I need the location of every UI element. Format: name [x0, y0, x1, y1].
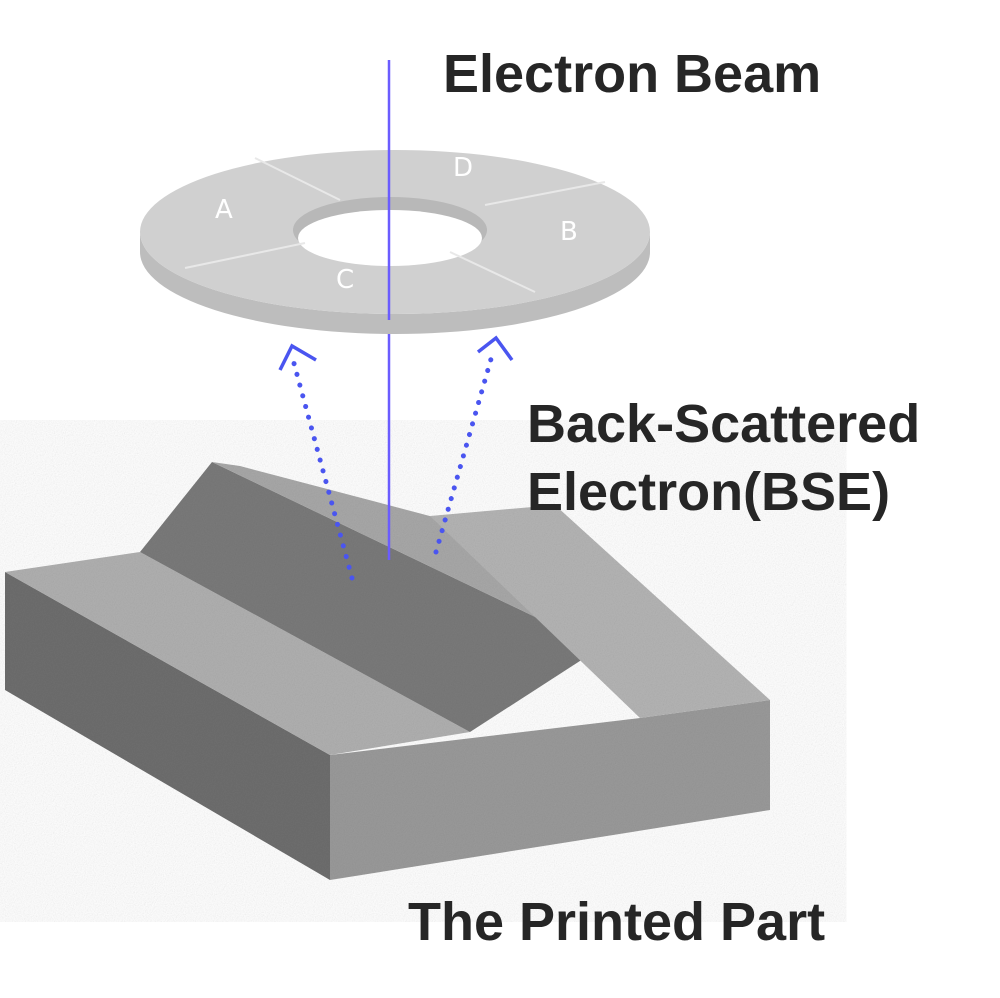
segment-d-label: D	[453, 153, 473, 183]
part-front-face	[330, 700, 770, 880]
part-left-flat	[5, 552, 470, 755]
printed-part	[5, 462, 770, 880]
detector-ring: A B C D	[140, 150, 650, 334]
part-right-flat	[430, 505, 770, 718]
segment-c-label: C	[336, 265, 354, 295]
bse-label-line2: Electron(BSE)	[527, 462, 891, 522]
bse-arrow-right	[433, 335, 514, 555]
printed-part-label: The Printed Part	[408, 892, 826, 952]
ridge-left-slope	[140, 462, 600, 732]
segment-a-label: A	[215, 195, 233, 225]
segment-b-label: B	[560, 217, 578, 247]
bse-label-line1: Back-Scattered	[527, 394, 921, 454]
electron-beam-label: Electron Beam	[443, 44, 822, 104]
part-left-face	[5, 572, 330, 880]
bse-arrow-left	[278, 343, 355, 581]
